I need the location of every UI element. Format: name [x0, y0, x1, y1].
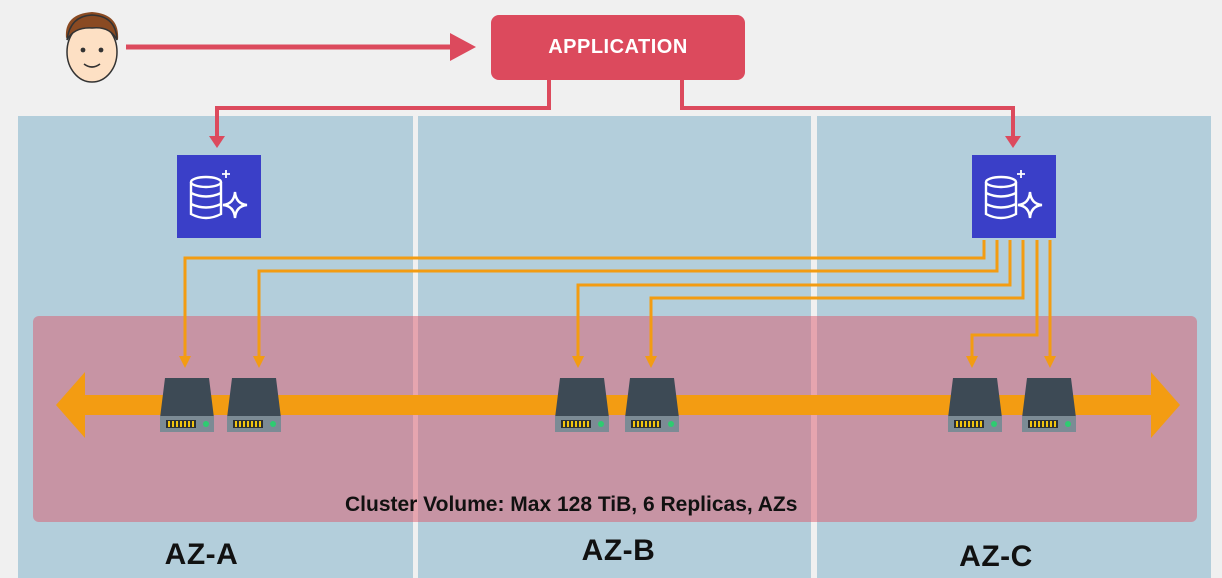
az-c-label: AZ-C: [959, 540, 1033, 573]
replication-line: [183, 240, 986, 358]
storage-node-icon: [948, 378, 1002, 432]
storage-node-icon: [625, 378, 679, 432]
az-b-label: AZ-B: [581, 534, 656, 567]
user-to-application-arrow: [126, 33, 476, 61]
application-box: APPLICATION: [491, 15, 745, 80]
storage-node-icon: [227, 378, 281, 432]
replication-line: [257, 240, 999, 358]
replication-arrowheads: [179, 356, 1056, 368]
replication-line: [649, 240, 1025, 358]
replication-line: [970, 240, 1039, 358]
aurora-database-icon: [177, 155, 261, 238]
az-a-label: AZ-A: [164, 538, 239, 571]
storage-node-icon: [555, 378, 609, 432]
application-to-db-c-arrow: [680, 80, 1021, 148]
aurora-database-icon: [972, 155, 1056, 238]
user-avatar-icon: [65, 12, 119, 83]
storage-node-icon: [1022, 378, 1076, 432]
replication-line: [576, 240, 1012, 358]
application-to-db-a-arrow: [209, 80, 551, 148]
replication-lines: [183, 240, 1052, 358]
cluster-volume-label: Cluster Volume: Max 128 TiB, 6 Replicas,…: [345, 493, 798, 516]
cluster-volume-arrow: [56, 372, 1180, 438]
storage-node-icon: [160, 378, 214, 432]
